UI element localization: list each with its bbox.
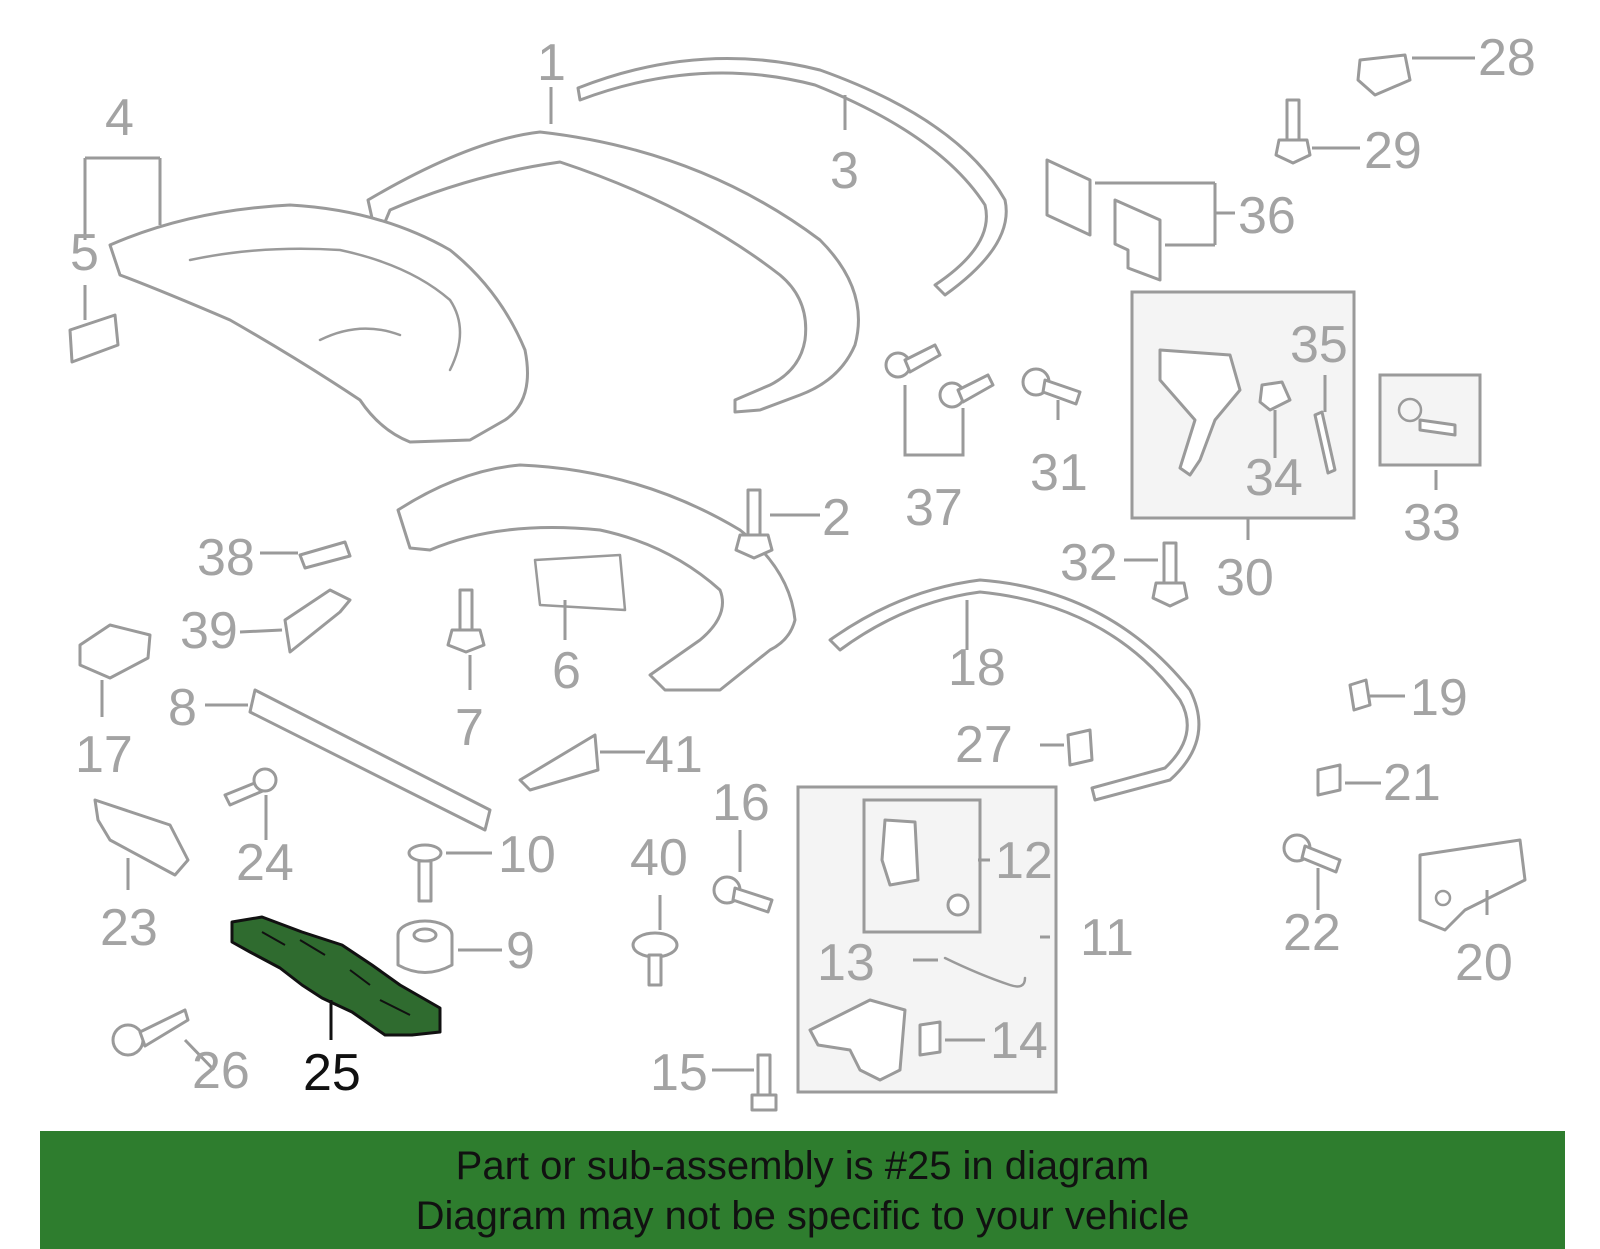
part-31-bolt	[1021, 367, 1082, 406]
callout-11: 11	[1080, 909, 1134, 967]
callout-34: 34	[1245, 449, 1303, 507]
callout-25-highlighted: 25	[303, 1044, 361, 1102]
part-2-bolt	[734, 488, 774, 560]
callout-22: 22	[1283, 904, 1341, 962]
group-33	[1378, 373, 1482, 467]
callout-labels: 1 2 3 4 5 6 7 8 9 10 11 12 13 14 15 16 1…	[70, 29, 1536, 1102]
callout-14: 14	[990, 1012, 1048, 1070]
part-21-nut	[1316, 763, 1342, 797]
part-1	[366, 130, 860, 414]
callout-15: 15	[650, 1044, 708, 1102]
callout-4: 4	[105, 89, 134, 147]
callout-3: 3	[830, 142, 859, 200]
callout-23: 23	[100, 899, 158, 957]
part-19-clip	[1348, 678, 1372, 712]
callout-13: 13	[817, 934, 875, 992]
part-32-bolt	[1151, 541, 1189, 608]
part-40-clip	[631, 931, 679, 987]
part-18	[828, 578, 1201, 802]
callout-16: 16	[712, 774, 770, 832]
part-25-highlighted	[230, 915, 442, 1037]
part-38-clip	[298, 540, 352, 570]
part-27-cap	[1066, 728, 1094, 767]
banner-line-2: Diagram may not be specific to your vehi…	[415, 1194, 1190, 1238]
part-36-brackets	[1045, 158, 1162, 282]
part-29-bolt	[1274, 98, 1312, 165]
callout-17: 17	[75, 726, 133, 784]
part-9-bushing	[396, 919, 454, 974]
part-4	[108, 203, 529, 444]
part-10-screw	[407, 843, 443, 903]
callout-5: 5	[70, 224, 99, 282]
callout-40: 40	[630, 829, 688, 887]
callout-29: 29	[1364, 122, 1422, 180]
callout-41: 41	[645, 726, 703, 784]
callout-20: 20	[1455, 934, 1513, 992]
callout-38: 38	[197, 529, 255, 587]
callout-39: 39	[180, 602, 238, 660]
callout-9: 9	[506, 922, 535, 980]
part-23-bracket	[93, 798, 190, 877]
part-22-bolt	[1282, 833, 1342, 874]
part-15-bolt	[750, 1053, 778, 1112]
callout-35: 35	[1290, 316, 1348, 374]
part-26-screw	[111, 1008, 190, 1057]
callout-8: 8	[168, 679, 197, 737]
callout-12: 12	[995, 832, 1053, 890]
part-3	[576, 56, 1008, 297]
part-6	[396, 463, 797, 692]
part-39-bracket	[283, 588, 352, 654]
callout-30: 30	[1216, 549, 1274, 607]
part-24-bolt	[223, 767, 278, 807]
callout-10: 10	[498, 826, 556, 884]
callout-36: 36	[1238, 187, 1296, 245]
part-16-bolt	[712, 875, 774, 914]
callout-6: 6	[552, 642, 581, 700]
part-37-screws	[884, 343, 995, 409]
callout-24: 24	[236, 834, 294, 892]
callout-31: 31	[1030, 444, 1088, 502]
banner-line-1: Part or sub-assembly is #25 in diagram	[455, 1144, 1150, 1188]
callout-21: 21	[1383, 754, 1441, 812]
group-11	[796, 785, 1058, 1094]
callout-32: 32	[1060, 534, 1118, 592]
callout-33: 33	[1403, 494, 1461, 552]
part-5	[68, 313, 120, 364]
callout-27: 27	[955, 716, 1013, 774]
callout-18: 18	[948, 639, 1006, 697]
callout-19: 19	[1410, 669, 1468, 727]
callout-1: 1	[537, 34, 566, 92]
callout-7: 7	[455, 699, 484, 757]
callout-37: 37	[905, 479, 963, 537]
callout-28: 28	[1478, 29, 1536, 87]
part-28-plate	[1356, 53, 1412, 97]
part-20-bracket	[1418, 838, 1527, 932]
group-30	[1130, 290, 1356, 520]
part-17-bracket	[78, 623, 152, 680]
callout-2: 2	[822, 489, 851, 547]
part-8	[248, 688, 492, 832]
leader-lines	[83, 56, 1489, 1072]
part-41-bracket	[518, 733, 600, 792]
callout-26: 26	[192, 1042, 250, 1100]
part-7-bolt	[446, 588, 486, 654]
info-banner: Part or sub-assembly is #25 in diagram D…	[40, 1131, 1565, 1249]
